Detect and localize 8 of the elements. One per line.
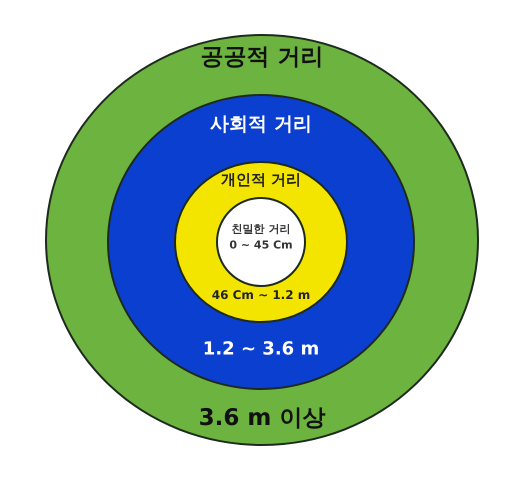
zone-label: 친밀한 거리: [232, 224, 290, 236]
distance-label: 3.6 m 이상: [198, 404, 326, 432]
zone-label: 사회적 거리: [210, 114, 312, 136]
distance-label: 0 ~ 45 Cm: [229, 240, 293, 252]
distance-label: 46 Cm ~ 1.2 m: [212, 289, 310, 303]
zone-label: 공공적 거리: [200, 44, 324, 70]
distance-label: 1.2 ~ 3.6 m: [202, 340, 320, 360]
zone-label: 개인적 거리: [220, 171, 302, 189]
